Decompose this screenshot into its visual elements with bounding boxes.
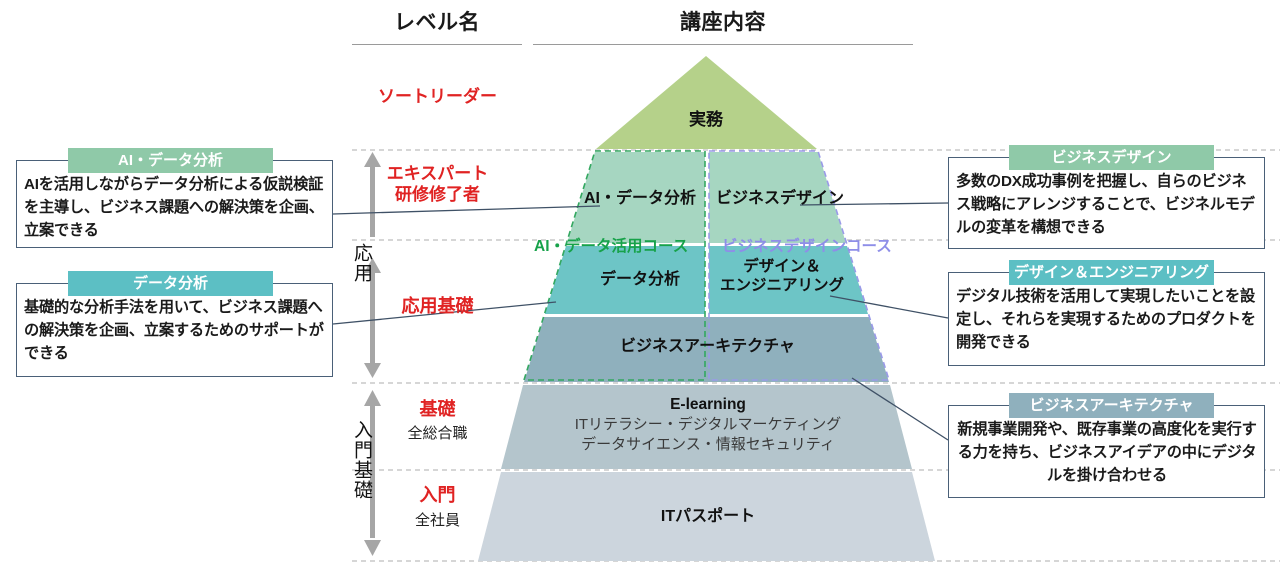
business-design-course-label: ビジネスデザインコース bbox=[722, 238, 892, 255]
callout-ai-data-analysis bbox=[16, 160, 333, 248]
connector-business-architecture bbox=[851, 377, 949, 441]
applied-basic-arrow bbox=[364, 258, 381, 378]
ai-course-label: AI・データ活用コース bbox=[534, 238, 689, 255]
level-column-header: レベル名 bbox=[394, 11, 480, 34]
band-label-entry-foundation: 入門基礎 bbox=[351, 420, 372, 500]
level-expert: エキスパート 研修修了者 bbox=[350, 163, 525, 205]
ai-course-outline bbox=[522, 150, 706, 381]
callout-data-analysis-badge: データ分析 bbox=[68, 271, 273, 296]
level-basic-sub: 全総合職 bbox=[407, 425, 468, 442]
entry-foundation-arrow bbox=[364, 390, 381, 556]
tier-e-learning bbox=[501, 385, 912, 469]
level-entry-sub: 全社員 bbox=[414, 512, 460, 529]
callout-business-architecture-badge: ビジネスアーキテクチャ bbox=[1009, 393, 1214, 418]
level-expert-line1: エキスパート bbox=[386, 164, 489, 183]
connector-business-design bbox=[799, 202, 949, 206]
callout-business-architecture bbox=[948, 405, 1265, 498]
band-label-applied: 応用 bbox=[351, 243, 372, 283]
callout-design-engineering-badge: デザイン＆エンジニアリング bbox=[1009, 260, 1214, 285]
tier-it-passport bbox=[478, 472, 935, 561]
connector-data-analysis bbox=[332, 301, 557, 325]
tier-ai-data-analysis bbox=[567, 152, 705, 243]
tier-business-architecture bbox=[524, 317, 889, 382]
level-entry: 入門 bbox=[419, 485, 456, 505]
callout-business-design-body: 多数のDX成功事例を把握し、自らのビジネス戦略にアレンジすることで、ビジネルモデ… bbox=[956, 173, 1255, 237]
connector-ai-data-analysis bbox=[332, 205, 601, 215]
connector-design-engineering bbox=[829, 295, 949, 319]
level-applied-basic: 応用基礎 bbox=[401, 296, 474, 316]
callout-design-engineering bbox=[948, 272, 1265, 366]
callout-ai-data-analysis-badge: AI・データ分析 bbox=[68, 148, 273, 173]
level-thought-leader: ソートリーダー bbox=[378, 87, 497, 106]
callout-business-design bbox=[948, 157, 1265, 249]
level-column-rule bbox=[352, 44, 522, 45]
callout-data-analysis-body: 基礎的な分析手法を用いて、ビジネス課題への解決策を企画、立案するためのサポートが… bbox=[24, 299, 324, 363]
callout-design-engineering-body: デジタル技術を活用して実現したいことを設定し、それらを実現するためのプロダクトを… bbox=[956, 288, 1256, 352]
course-split-divider bbox=[705, 152, 709, 314]
content-column-rule bbox=[533, 44, 913, 45]
tier-business-design bbox=[709, 152, 846, 243]
callout-business-design-badge: ビジネスデザイン bbox=[1009, 145, 1214, 170]
tier-apex-jitsumu bbox=[596, 56, 817, 149]
tier-data-analysis bbox=[545, 246, 705, 314]
level-basic: 基礎 bbox=[419, 399, 456, 419]
callout-business-architecture-body: 新規事業開発や、既存事業の高度化を実行する力を持ち、ビジネスアイデアの中にデジタ… bbox=[957, 421, 1257, 485]
expert-arrow bbox=[364, 152, 381, 237]
level-arrows bbox=[364, 152, 381, 556]
level-expert-line2: 研修修了者 bbox=[395, 185, 480, 205]
business-design-course-outline bbox=[708, 150, 891, 381]
tier-design-engineering bbox=[709, 246, 868, 314]
callout-ai-data-analysis-body: AIを活用しながらデータ分析による仮説検証を主導し、ビジネス課題への解決策を企画… bbox=[24, 176, 324, 240]
content-column-header: 講座内容 bbox=[680, 11, 766, 34]
connector-lines bbox=[332, 202, 949, 441]
